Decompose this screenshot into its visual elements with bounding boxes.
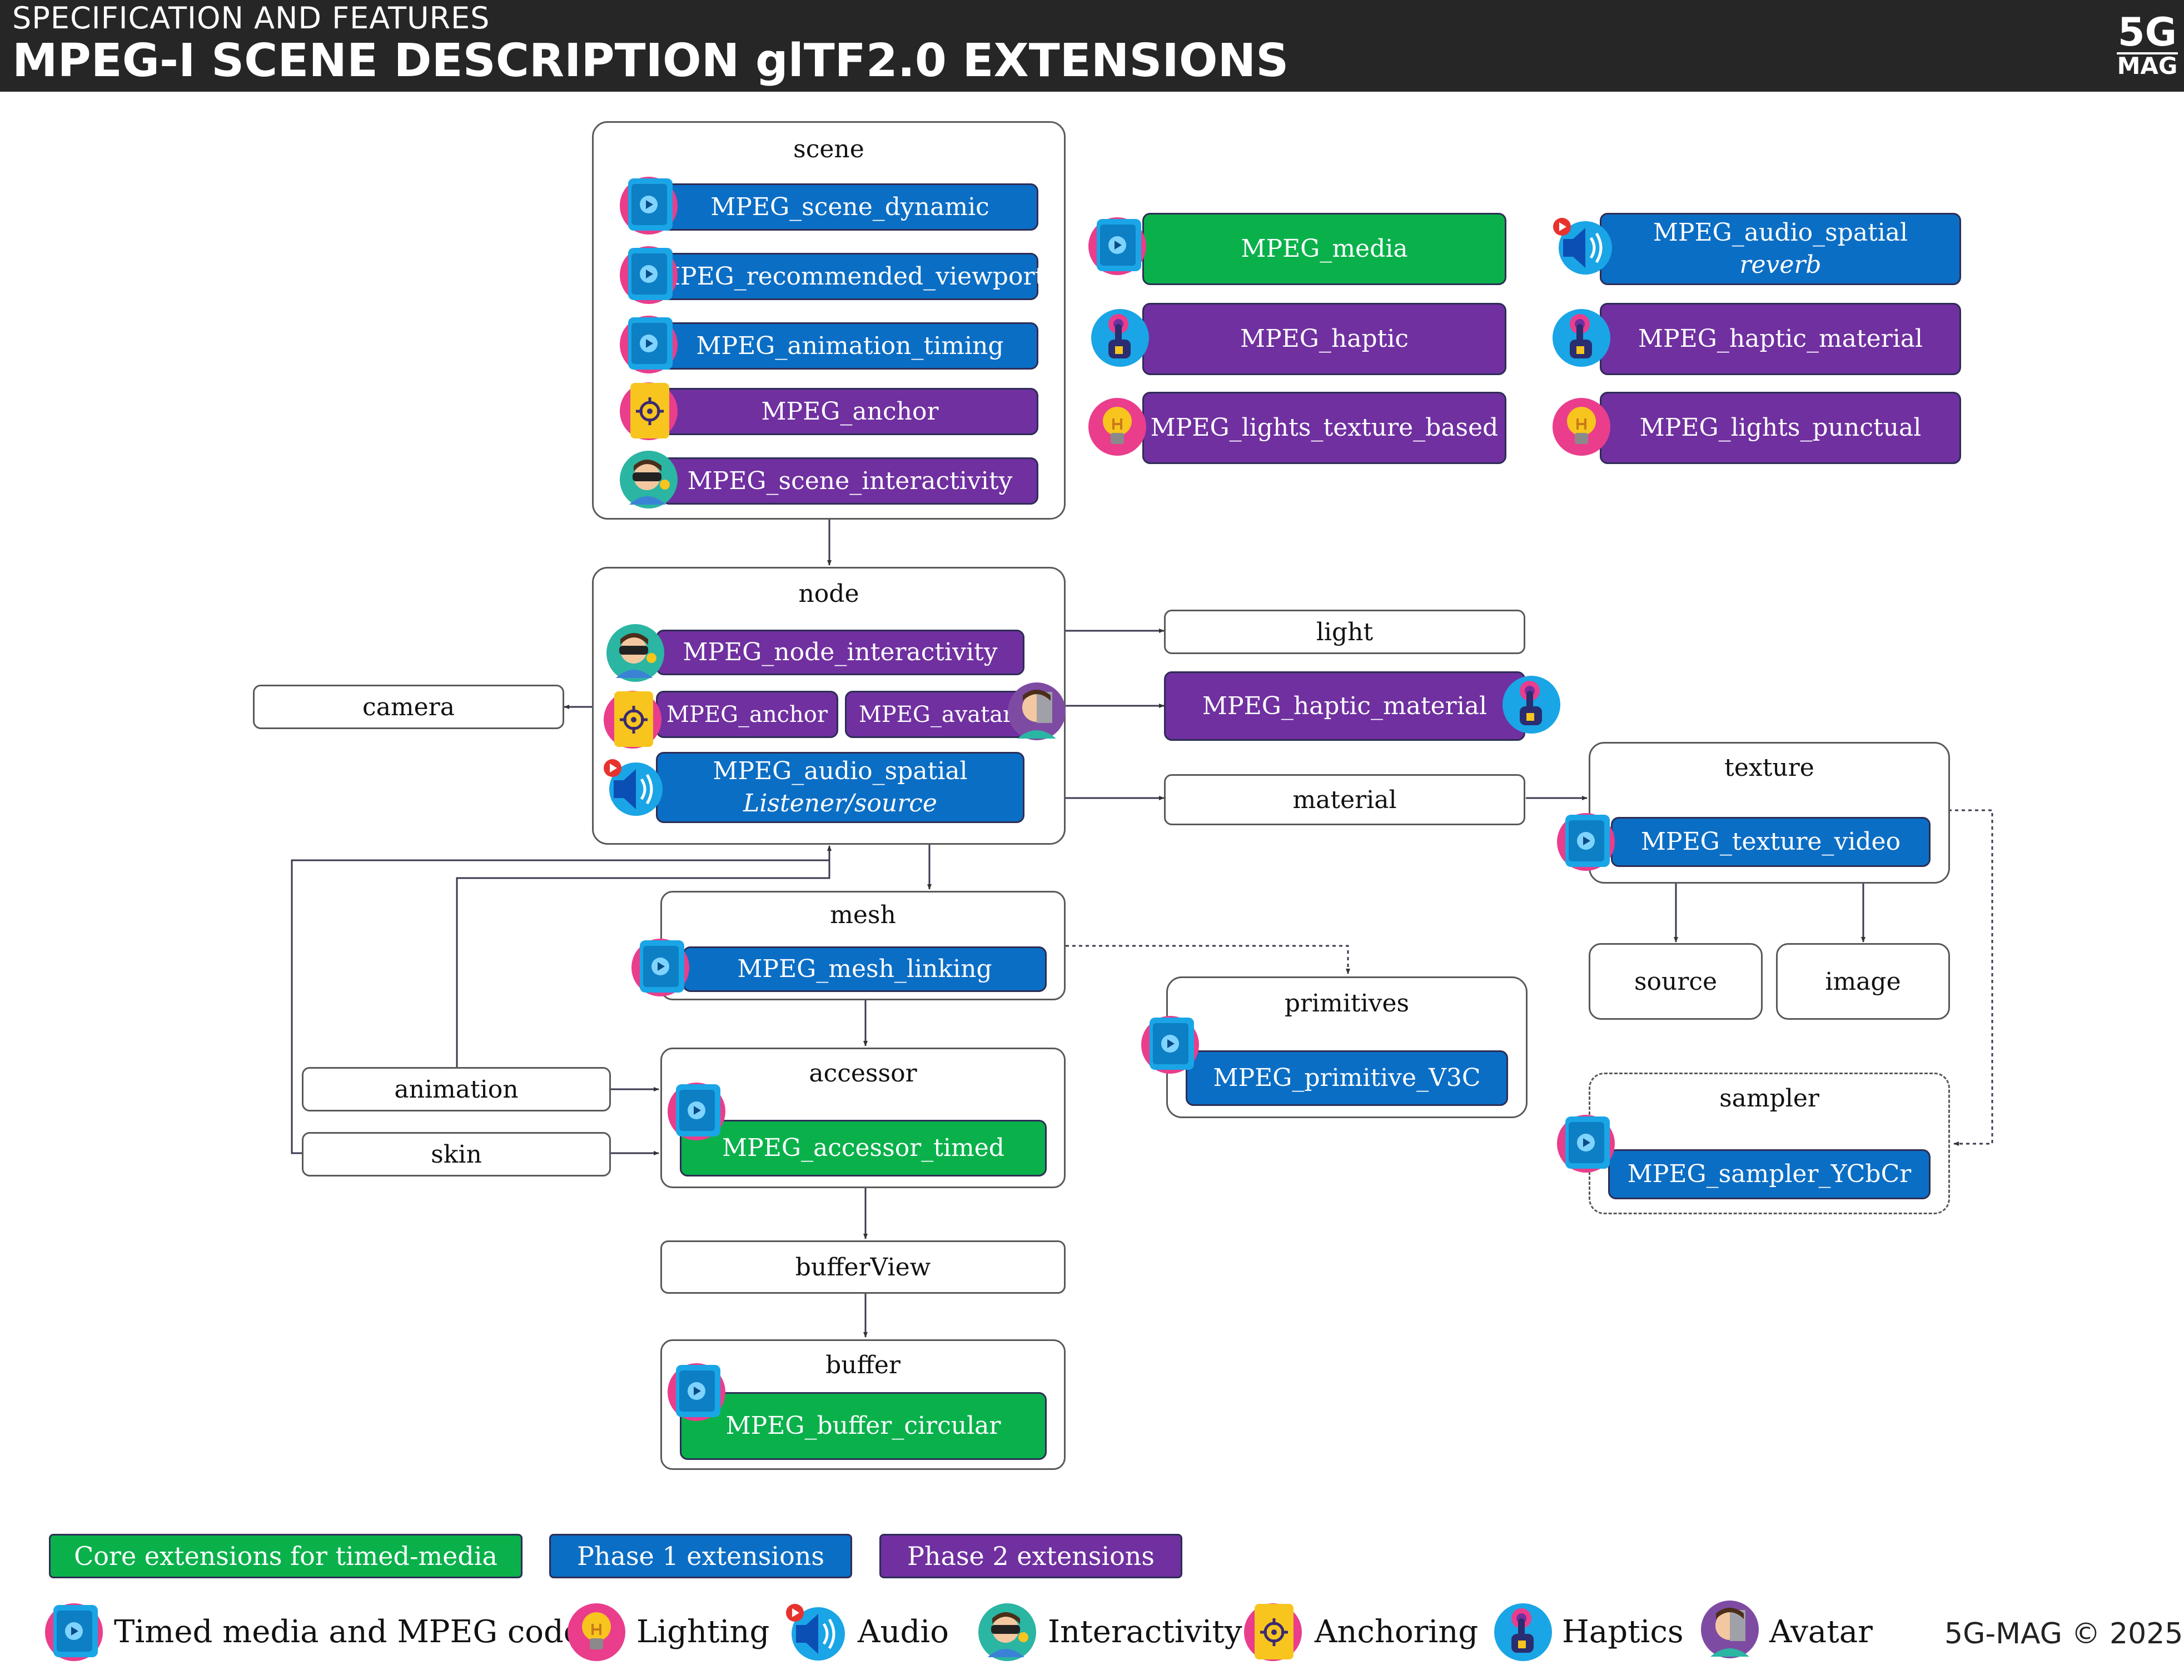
- timed-media-icon: [1088, 217, 1146, 275]
- source-box[interactable]: source: [1589, 943, 1763, 1020]
- legend-anchoring-label: Anchoring: [1315, 1614, 1479, 1650]
- copyright-text: 5G-MAG © 2025: [1944, 1617, 2183, 1651]
- haptics-icon: [1553, 309, 1610, 367]
- timed-media-icon: [1557, 1115, 1615, 1173]
- primitives-label: primitives: [1284, 989, 1410, 1018]
- ext-primitive-v3c[interactable]: MPEG_primitive_V3C: [1186, 1050, 1508, 1106]
- audio-icon: [1553, 218, 1612, 275]
- animation-box[interactable]: animation: [302, 1067, 611, 1111]
- accessor-label: accessor: [809, 1059, 917, 1088]
- interactivity-icon: [606, 624, 664, 682]
- header-title: MPEG-I SCENE DESCRIPTION glTF2.0 EXTENSI…: [12, 34, 1289, 87]
- ext-node-avatar[interactable]: MPEG_avatar: [845, 691, 1027, 738]
- logo-line-1: 5G: [2117, 9, 2177, 55]
- timed-media-icon: [620, 246, 678, 304]
- scene-label: scene: [793, 135, 864, 163]
- ext-haptic[interactable]: MPEG_haptic: [1142, 303, 1506, 375]
- ext-node-audio-spatial[interactable]: MPEG_audio_spatial Listener/source: [656, 752, 1024, 823]
- ext-node-interactivity[interactable]: MPEG_node_interactivity: [656, 630, 1024, 675]
- node-label: node: [798, 580, 859, 608]
- timed-media-icon: [668, 1363, 725, 1421]
- sampler-label: sampler: [1719, 1084, 1819, 1113]
- audio-icon: [786, 1604, 845, 1661]
- camera-box[interactable]: camera: [253, 685, 564, 729]
- ext-haptic-material-node[interactable]: MPEG_haptic_material: [1164, 671, 1525, 741]
- anchoring-icon: [1244, 1603, 1302, 1661]
- light-box[interactable]: light: [1164, 610, 1525, 654]
- ext-audio-spatial-reverb[interactable]: MPEG_audio_spatial reverb: [1600, 213, 1961, 285]
- ext-accessor-timed[interactable]: MPEG_accessor_timed: [680, 1120, 1047, 1177]
- avatar-icon: [1008, 682, 1066, 740]
- lighting-icon: [568, 1603, 625, 1661]
- image-box[interactable]: image: [1776, 943, 1950, 1020]
- ext-audio-spatial-reverb-line1: MPEG_audio_spatial: [1653, 218, 1908, 247]
- ext-lights-punctual[interactable]: MPEG_lights_punctual: [1600, 392, 1961, 464]
- timed-media-icon: [620, 316, 678, 373]
- texture-label: texture: [1724, 754, 1814, 782]
- legend-haptics-label: Haptics: [1562, 1614, 1684, 1650]
- haptics-icon: [1494, 1603, 1552, 1661]
- lighting-icon: [1553, 398, 1610, 456]
- lighting-icon: [1088, 398, 1146, 456]
- ext-node-audio-spatial-line1: MPEG_audio_spatial: [713, 757, 968, 785]
- 5gmag-logo: 5G MAG: [2117, 12, 2178, 79]
- ext-mesh-linking[interactable]: MPEG_mesh_linking: [683, 946, 1047, 992]
- material-box[interactable]: material: [1164, 774, 1525, 825]
- legend-core-extensions: Core extensions for timed-media: [49, 1534, 523, 1578]
- mesh-label: mesh: [830, 901, 896, 929]
- logo-line-2: MAG: [2117, 52, 2178, 79]
- ext-animation-timing[interactable]: MPEG_animation_timing: [661, 322, 1038, 370]
- avatar-icon: [1701, 1601, 1759, 1658]
- legend-audio-label: Audio: [858, 1614, 949, 1650]
- ext-scene-interactivity[interactable]: MPEG_scene_interactivity: [661, 457, 1038, 505]
- interactivity-icon: [978, 1603, 1036, 1661]
- ext-node-audio-spatial-line2: Listener/source: [743, 789, 937, 817]
- header-subtitle: SPECIFICATION AND FEATURES: [12, 1, 490, 36]
- ext-scene-dynamic[interactable]: MPEG_scene_dynamic: [661, 183, 1038, 231]
- legend-phase1-extensions: Phase 1 extensions: [549, 1534, 852, 1578]
- haptics-icon: [1091, 309, 1149, 367]
- timed-media-icon: [1141, 1016, 1199, 1074]
- buffer-label: buffer: [825, 1351, 901, 1379]
- ext-texture-video[interactable]: MPEG_texture_video: [1611, 817, 1931, 867]
- ext-media[interactable]: MPEG_media: [1142, 213, 1506, 285]
- header-bar: SPECIFICATION AND FEATURES MPEG-I SCENE …: [0, 0, 2184, 92]
- ext-recommended-viewport[interactable]: MPEG_recommended_viewport: [655, 253, 1044, 300]
- ext-haptic-material-top[interactable]: MPEG_haptic_material: [1600, 303, 1961, 375]
- legend-phase2-extensions: Phase 2 extensions: [879, 1534, 1182, 1578]
- anchoring-icon: [604, 691, 661, 749]
- haptics-icon: [1503, 676, 1560, 734]
- audio-icon: [604, 759, 663, 816]
- timed-media-icon: [1557, 813, 1615, 871]
- timed-media-icon: [668, 1083, 725, 1140]
- legend-avatar-label: Avatar: [1769, 1614, 1873, 1650]
- interactivity-icon: [620, 451, 678, 509]
- ext-node-anchor[interactable]: MPEG_anchor: [656, 691, 838, 738]
- timed-media-icon: [620, 177, 678, 235]
- ext-lights-texture-based[interactable]: MPEG_lights_texture_based: [1142, 392, 1506, 464]
- anchoring-icon: [620, 382, 678, 440]
- bufferview-box[interactable]: bufferView: [660, 1240, 1066, 1294]
- edge-texture-sampler: [1948, 809, 1993, 1146]
- legend-timed-media-label: Timed media and MPEG codecs: [114, 1614, 616, 1650]
- edge-mesh-primitives: [1066, 945, 1350, 974]
- timed-media-icon: [631, 939, 689, 996]
- ext-sampler-ycbcr[interactable]: MPEG_sampler_YCbCr: [1608, 1149, 1931, 1199]
- skin-box[interactable]: skin: [302, 1132, 611, 1177]
- ext-buffer-circular[interactable]: MPEG_buffer_circular: [680, 1392, 1047, 1460]
- edge-skin-node: [291, 845, 832, 1154]
- legend-interactivity-label: Interactivity: [1048, 1614, 1242, 1650]
- timed-media-icon: [45, 1603, 103, 1661]
- edge-animation-node: [456, 845, 832, 1067]
- ext-audio-spatial-reverb-line2: reverb: [1739, 251, 1822, 279]
- ext-scene-anchor[interactable]: MPEG_anchor: [661, 388, 1038, 435]
- legend-lighting-label: Lighting: [636, 1614, 770, 1650]
